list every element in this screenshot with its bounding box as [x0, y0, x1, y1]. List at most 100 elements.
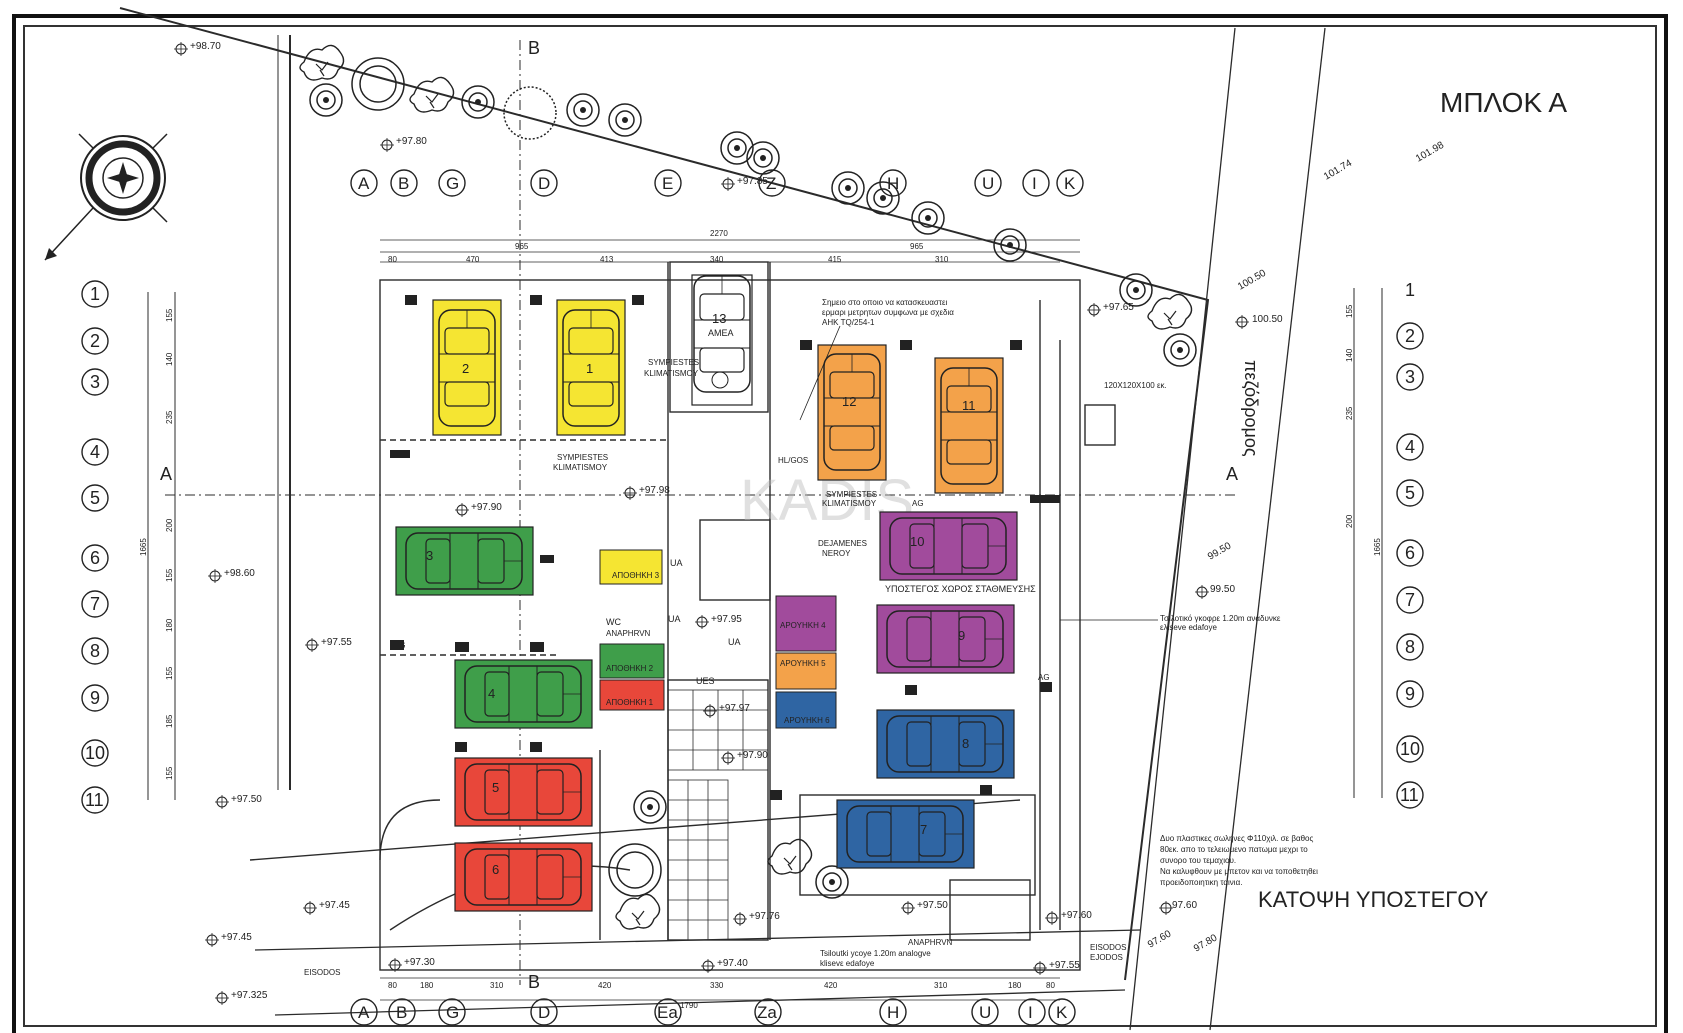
side-dimensions — [147, 288, 1383, 800]
svg-text:+97.45: +97.45 — [221, 932, 252, 943]
svg-text:klisevε edafoye: klisevε edafoye — [820, 959, 875, 968]
svg-text:+97.98: +97.98 — [639, 485, 670, 496]
grid-axis-top: A B G D E Z H U I K — [350, 169, 1084, 197]
svg-text:965: 965 — [515, 242, 529, 251]
parking-slot-11: 11 — [934, 357, 1004, 494]
svg-text:11: 11 — [962, 398, 976, 413]
svg-text:4: 4 — [90, 442, 100, 462]
svg-text:+97.55: +97.55 — [1049, 960, 1080, 971]
svg-text:B: B — [396, 1003, 407, 1022]
parking-slot-5: 5 — [454, 757, 593, 827]
svg-text:155: 155 — [165, 666, 174, 680]
svg-text:KLIMATISMOY: KLIMATISMOY — [644, 369, 699, 378]
svg-text:D: D — [538, 174, 550, 193]
svg-text:EISODOS: EISODOS — [304, 968, 340, 977]
tree-icon — [911, 201, 945, 235]
svg-text:13: 13 — [712, 311, 726, 326]
svg-text:+97.50: +97.50 — [917, 900, 948, 911]
svg-text:I: I — [1032, 174, 1037, 193]
svg-text:G: G — [446, 1003, 459, 1022]
svg-text:420: 420 — [598, 981, 612, 990]
svg-text:SYMPIESTES: SYMPIESTES — [826, 490, 877, 499]
svg-text:6: 6 — [90, 548, 100, 568]
svg-text:5: 5 — [1405, 483, 1415, 503]
section-a-right: A — [1226, 464, 1238, 484]
svg-text:80εκ. απο το τελειωμενο πατωμα: 80εκ. απο το τελειωμενο πατωμα μεχρι το — [1160, 845, 1308, 854]
ramp-hatching — [667, 689, 769, 941]
svg-text:H: H — [887, 1003, 899, 1022]
svg-text:1: 1 — [90, 284, 100, 304]
svg-text:140: 140 — [1345, 348, 1354, 362]
svg-text:3: 3 — [90, 372, 100, 392]
svg-text:3: 3 — [426, 548, 433, 563]
svg-text:310: 310 — [934, 981, 948, 990]
svg-text:+98.60: +98.60 — [224, 568, 255, 579]
plan-title: ΚΑΤΟΨΗ ΥΠΟΣΤΕΓΟΥ — [1258, 887, 1489, 912]
svg-text:Σημειο στο οποιο να κατασκευασ: Σημειο στο οποιο να κατασκευαστει — [822, 298, 948, 307]
svg-text:155: 155 — [165, 766, 174, 780]
svg-text:WC: WC — [606, 617, 621, 627]
svg-text:1665: 1665 — [139, 538, 148, 556]
svg-text:9: 9 — [958, 628, 965, 643]
section-a-left: A — [160, 464, 172, 484]
svg-text:180: 180 — [1008, 981, 1022, 990]
svg-text:97.60: 97.60 — [1146, 928, 1174, 950]
svg-text:EISODOS: EISODOS — [1090, 943, 1126, 952]
svg-text:K: K — [1056, 1003, 1068, 1022]
svg-text:+97.65: +97.65 — [1103, 302, 1134, 313]
parking-slot-1: 1 — [556, 299, 626, 436]
svg-text:5: 5 — [90, 488, 100, 508]
svg-text:+97.76: +97.76 — [749, 911, 780, 922]
svg-text:ΑΡΟΥΗΚΗ 5: ΑΡΟΥΗΚΗ 5 — [780, 659, 826, 668]
tree-icon — [608, 103, 642, 137]
tree-icon — [309, 83, 343, 117]
svg-text:ΑΠΟΘΗΚΗ 2: ΑΠΟΘΗΚΗ 2 — [606, 664, 654, 673]
svg-text:200: 200 — [1345, 514, 1354, 528]
svg-text:413: 413 — [600, 255, 614, 264]
tree-icon — [831, 171, 865, 205]
svg-text:6: 6 — [492, 862, 499, 877]
svg-text:11: 11 — [1400, 785, 1419, 805]
svg-text:155: 155 — [1345, 304, 1354, 318]
svg-text:235: 235 — [1345, 406, 1354, 420]
svg-text:7: 7 — [920, 822, 927, 837]
street-label: πεζόδρομος — [1241, 360, 1261, 457]
svg-text:EJODOS: EJODOS — [1090, 953, 1123, 962]
structural-columns — [390, 295, 1060, 800]
svg-text:4: 4 — [1405, 437, 1415, 457]
svg-text:I: I — [1028, 1003, 1033, 1022]
svg-text:1790: 1790 — [680, 1001, 698, 1010]
grid-axis-left: 1 2 3 4 5 6 7 8 9 10 11 — [81, 280, 109, 814]
svg-text:1: 1 — [586, 361, 593, 376]
svg-text:SYMPIESTES: SYMPIESTES — [648, 358, 699, 367]
svg-text:97.60: 97.60 — [1172, 900, 1197, 911]
svg-text:10: 10 — [1400, 739, 1420, 759]
svg-text:10: 10 — [910, 534, 924, 549]
svg-text:ΑΜΕΑ: ΑΜΕΑ — [708, 328, 734, 338]
svg-text:SYMPIESTES: SYMPIESTES — [557, 453, 608, 462]
svg-text:120X120X100 εκ.: 120X120X100 εκ. — [1104, 381, 1167, 390]
svg-text:8: 8 — [1405, 637, 1415, 657]
svg-text:7: 7 — [1405, 590, 1415, 610]
svg-text:5: 5 — [492, 780, 499, 795]
svg-text:NEROY: NEROY — [822, 549, 851, 558]
svg-text:470: 470 — [466, 255, 480, 264]
svg-text:330: 330 — [710, 981, 724, 990]
tree-icon — [566, 93, 600, 127]
parking-slot-4: 4 — [454, 659, 593, 729]
svg-text:99.50: 99.50 — [1210, 584, 1235, 595]
svg-text:G: G — [446, 174, 459, 193]
svg-text:2: 2 — [462, 361, 469, 376]
svg-text:4: 4 — [488, 686, 495, 701]
svg-text:Za: Za — [757, 1003, 777, 1022]
svg-text:3: 3 — [1405, 367, 1415, 387]
svg-text:+97.40: +97.40 — [717, 958, 748, 969]
svg-text:U: U — [982, 174, 994, 193]
svg-text:99.50: 99.50 — [1206, 540, 1234, 562]
parking-slot-7: 7 — [836, 799, 975, 869]
parking-area-label: ΥΠΟΣΤΕΓΟΣ ΧΩΡΟΣ ΣΤΑΘΜΕΥΣΗΣ — [885, 584, 1036, 594]
svg-text:Να καλυφθουν με μπετον και να: Να καλυφθουν με μπετον και να τοποθετηθε… — [1160, 867, 1318, 876]
svg-text:K: K — [1064, 174, 1076, 193]
grid-axis-bottom: A B G D Ea Za H U I K — [350, 998, 1076, 1026]
